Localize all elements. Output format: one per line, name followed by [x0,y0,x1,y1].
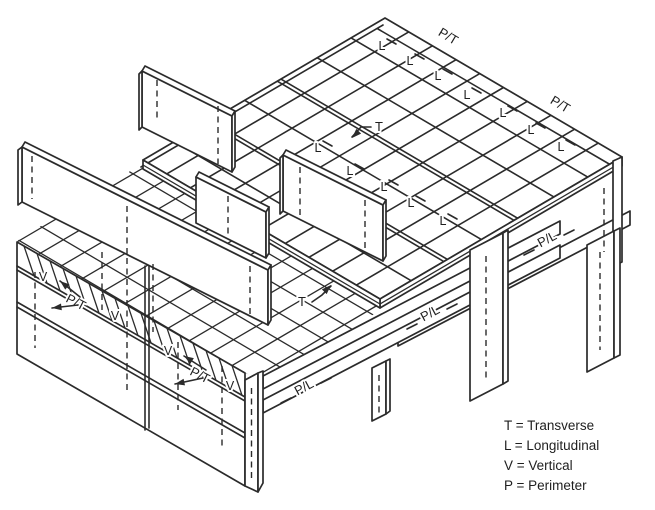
label-longitudinal: L [440,214,447,228]
vertical-panel-center [279,149,387,262]
label-longitudinal: L [407,54,414,68]
nailing-dashed-lines [31,80,605,478]
arrowhead [321,285,331,295]
label-longitudinal: L [381,180,388,194]
label-longitudinal: L [464,88,471,102]
label-longitudinal: L [558,140,565,154]
vertical-panel-top [138,65,236,173]
label-longitudinal: L [379,39,386,53]
legend-vertical: V = Vertical [504,458,573,473]
deck-board-lines [148,28,617,296]
legend-transverse: T = Transverse [504,418,594,433]
legend-perimeter: P = Perimeter [504,478,587,493]
label-longitudinal: L [500,106,507,120]
label-longitudinal: L [347,164,354,178]
label-perimeter-transverse: P/T [436,25,461,48]
label-perimeter-transverse: P/T [548,93,573,116]
label-vertical: V [164,344,173,358]
label-vertical: V [226,379,235,393]
longitudinal-board-end-hatch [23,245,243,396]
arrowhead [184,356,194,364]
arrowhead [52,303,62,311]
label-transverse-callout: T [375,119,383,134]
arrowhead [352,128,362,138]
label-longitudinal: L [528,123,535,137]
legend-longitudinal: L = Longitudinal [504,438,599,453]
arrowhead [60,281,70,290]
label-vertical: V [39,270,48,284]
vertical-panels [17,65,387,326]
vertical-panel-long-left [17,141,272,326]
label-transverse-callout: T [298,294,306,309]
vertical-panel-small [195,171,270,259]
label-longitudinal: L [315,141,322,155]
label-longitudinal: L [435,69,442,83]
label-longitudinal: L [408,196,415,210]
arrowhead [175,378,185,386]
legend: T = Transverse L = Longitudinal V = Vert… [502,416,601,495]
label-vertical: V [111,309,120,323]
